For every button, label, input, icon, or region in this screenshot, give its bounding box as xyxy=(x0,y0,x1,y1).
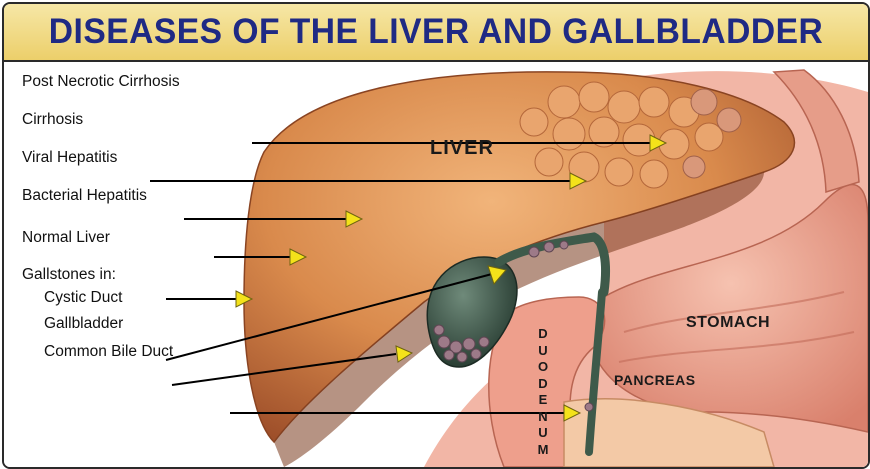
organ-label-pancreas: PANCREAS xyxy=(614,372,696,388)
label-bacterial-hepatitis: Bacterial Hepatitis xyxy=(22,187,147,205)
label-gallstones-in: Gallstones in: xyxy=(22,266,116,284)
organ-label-duodenum: DUODENUM xyxy=(535,326,551,458)
label-common-bile-duct: Common Bile Duct xyxy=(44,343,173,361)
label-cystic-duct: Cystic Duct xyxy=(44,289,122,307)
title-bar: DISEASES OF THE LIVER AND GALLBLADDER xyxy=(4,4,868,62)
diagram-title: DISEASES OF THE LIVER AND GALLBLADDER xyxy=(21,4,850,60)
organ-label-liver: LIVER xyxy=(430,137,494,160)
organ-label-stomach: STOMACH xyxy=(686,314,770,332)
label-post-necrotic-cirrhosis: Post Necrotic Cirrhosis xyxy=(22,73,180,91)
label-normal-liver: Normal Liver xyxy=(22,229,110,247)
label-viral-hepatitis: Viral Hepatitis xyxy=(22,149,117,167)
label-gallbladder: Gallbladder xyxy=(44,315,123,333)
label-cirrhosis: Cirrhosis xyxy=(22,111,83,129)
liver-illustration xyxy=(4,62,868,467)
